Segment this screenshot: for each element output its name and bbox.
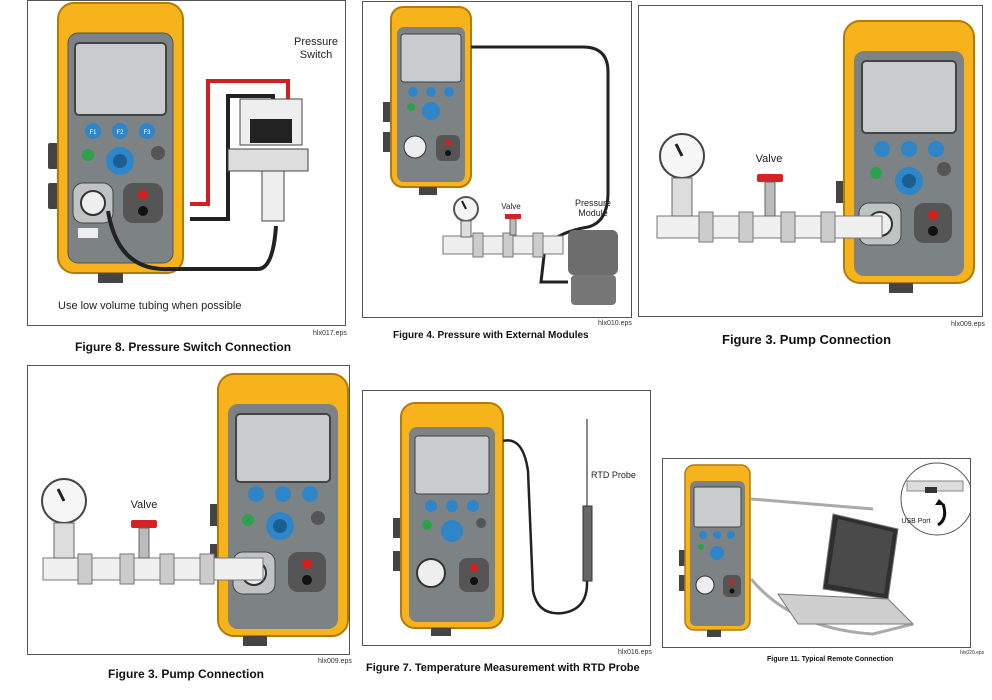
- usb-port-callout: [900, 462, 970, 536]
- figure-pump-connection-bottom: Valve: [27, 365, 350, 655]
- pump-connection-diagram: [656, 20, 975, 293]
- figure-8-caption: Figure 8. Pressure Switch Connection: [75, 340, 292, 354]
- figure-8-eps: hlx017.eps: [313, 330, 347, 337]
- pressure-switch: [227, 98, 309, 222]
- calibrator-device: [210, 373, 349, 646]
- figure-3-top-eps: hlx009.eps: [951, 321, 985, 328]
- f1-key-label: F1: [89, 130, 97, 136]
- figure-3-top-caption: Figure 3. Pump Connection: [722, 332, 892, 347]
- figure-7-caption: Figure 7. Temperature Measurement with R…: [366, 662, 640, 674]
- figure-rtd-probe: RTD Probe: [362, 390, 651, 646]
- remote-connection-diagram: [679, 462, 970, 637]
- figure-external-modules: Valve Pressure Module: [362, 1, 632, 318]
- external-modules-diagram: [383, 6, 618, 305]
- pressure-module-label: Pressure Module: [574, 198, 611, 219]
- figure-7-eps: hlx016.eps: [618, 649, 652, 656]
- laptop: [777, 513, 915, 625]
- pressure-switch-label: Pressure Switch: [293, 36, 339, 61]
- calibrator-device: [383, 6, 472, 195]
- usb-cable: [750, 497, 874, 511]
- pipe-assembly: [41, 478, 264, 585]
- pressure-switch-diagram: F1 F2 F3: [48, 2, 309, 283]
- rtd-probe: [582, 419, 593, 582]
- valve-label: Valve: [501, 202, 521, 211]
- pipe-assembly: [656, 133, 883, 243]
- calibrator-device: [679, 464, 751, 637]
- calibrator-device: [393, 402, 504, 636]
- usb-port-label: USB Port: [901, 518, 931, 525]
- figure-3-bottom-eps: hlx009.eps: [318, 658, 352, 665]
- black-lead: [190, 94, 275, 221]
- valve-label: Valve: [130, 499, 158, 511]
- figure-4-caption: Figure 4. Pressure with External Modules: [393, 330, 589, 341]
- red-lead: [190, 79, 290, 206]
- probe-cable: [502, 439, 589, 615]
- figure-11-caption: Figure 11. Typical Remote Connection: [767, 656, 894, 663]
- figure-pump-connection-top: Valve: [638, 5, 983, 317]
- pipe-assembly: [442, 196, 564, 258]
- figure-3-bottom-caption: Figure 3. Pump Connection: [108, 667, 265, 681]
- rtd-probe-label: RTD Probe: [591, 470, 636, 480]
- figure-pressure-switch: F1 F2 F3 Pressure Switch Use low volume …: [27, 0, 346, 326]
- figure-remote-connection: USB Port: [662, 458, 971, 648]
- figure-11-eps: hlx020.eps: [960, 650, 985, 656]
- figure-4-eps: hlx010.eps: [598, 320, 632, 327]
- f2-key-label: F2: [116, 130, 124, 136]
- valve-label: Valve: [755, 153, 783, 165]
- tubing-note: Use low volume tubing when possible: [58, 300, 242, 312]
- calibrator-device: F1 F2 F3: [48, 2, 184, 283]
- calibrator-device: [836, 20, 975, 293]
- pressure-module: [568, 230, 618, 305]
- f3-key-label: F3: [143, 130, 151, 136]
- pump-connection-diagram: [41, 373, 349, 646]
- rtd-probe-diagram: [393, 402, 593, 636]
- pressure-tube: [106, 210, 278, 272]
